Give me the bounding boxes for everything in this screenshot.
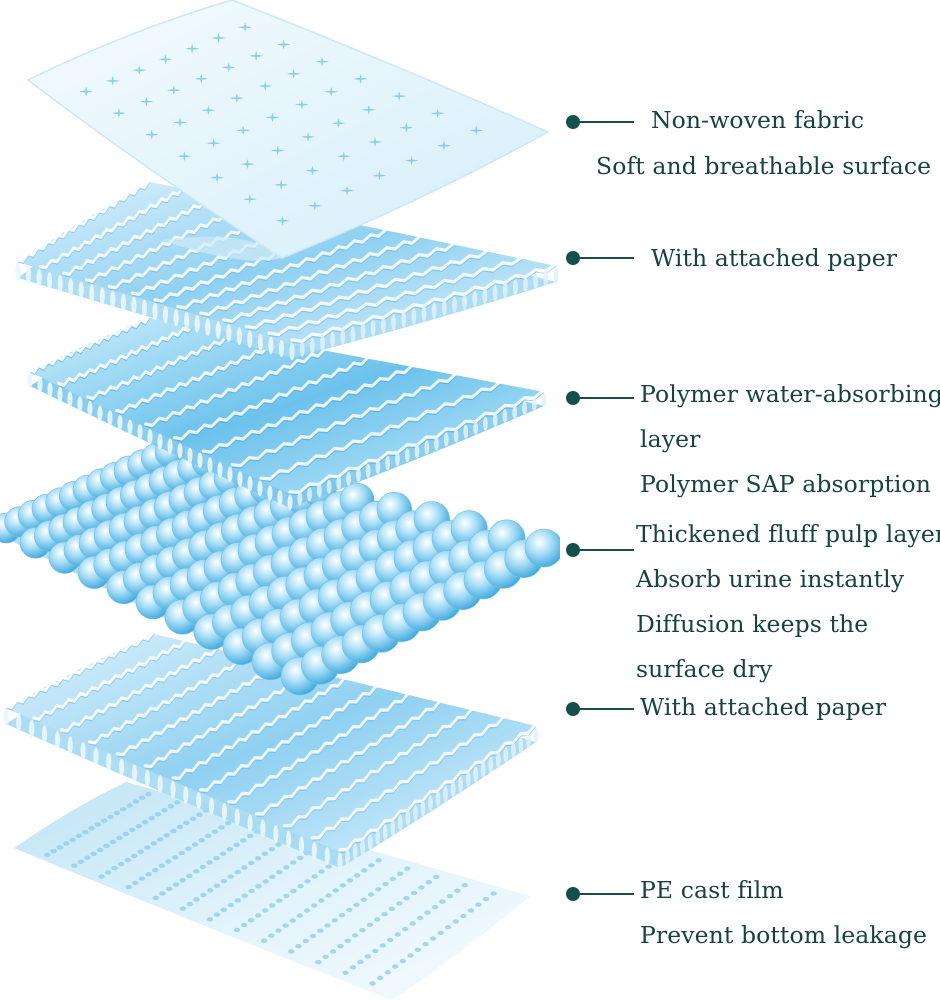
layer-description-line: Soft and breathable surface [596, 152, 932, 180]
fibre-mesh-layer-paper-top [15, 178, 559, 361]
layer-description-line: surface dry [636, 655, 773, 683]
layer-description-line: With attached paper [651, 244, 898, 272]
layer-description-line: Diffusion keeps the [636, 610, 869, 638]
bullet-dot-icon [566, 251, 580, 265]
layer-description-line: Absorb urine instantly [636, 565, 905, 593]
layer-description-line: layer [640, 425, 701, 453]
leader-line [578, 257, 634, 259]
leader-line [578, 549, 634, 551]
bullet-dot-icon [566, 543, 580, 557]
fibre-mesh-layer-paper-bottom [3, 630, 539, 871]
bullet-dot-icon [566, 391, 580, 405]
perforated-film-layer-pe-film [14, 782, 530, 1000]
layer-description-line: With attached paper [640, 693, 887, 721]
leader-line [578, 121, 634, 123]
dotted-sheet-layer-nonwoven [26, 0, 550, 261]
bead-grid-layer-fluff-pulp [0, 436, 560, 696]
leader-line [578, 397, 634, 399]
layer-description-line: Non-woven fabric [651, 106, 865, 134]
fibre-mesh-layer-polymer [27, 314, 547, 511]
layer-description-line: Prevent bottom leakage [640, 921, 927, 949]
leader-line [578, 893, 634, 895]
leader-line [578, 708, 634, 710]
bullet-dot-icon [566, 887, 580, 901]
layer-description-line: Polymer SAP absorption [640, 470, 932, 498]
layer-description-line: Polymer water-absorbing [640, 380, 940, 408]
bullet-dot-icon [566, 702, 580, 716]
bullet-dot-icon [566, 115, 580, 129]
layer-description-line: PE cast film [640, 876, 784, 904]
layer-description-line: Thickened fluff pulp layer [636, 520, 940, 548]
layer-stack-illustration [0, 0, 560, 1000]
